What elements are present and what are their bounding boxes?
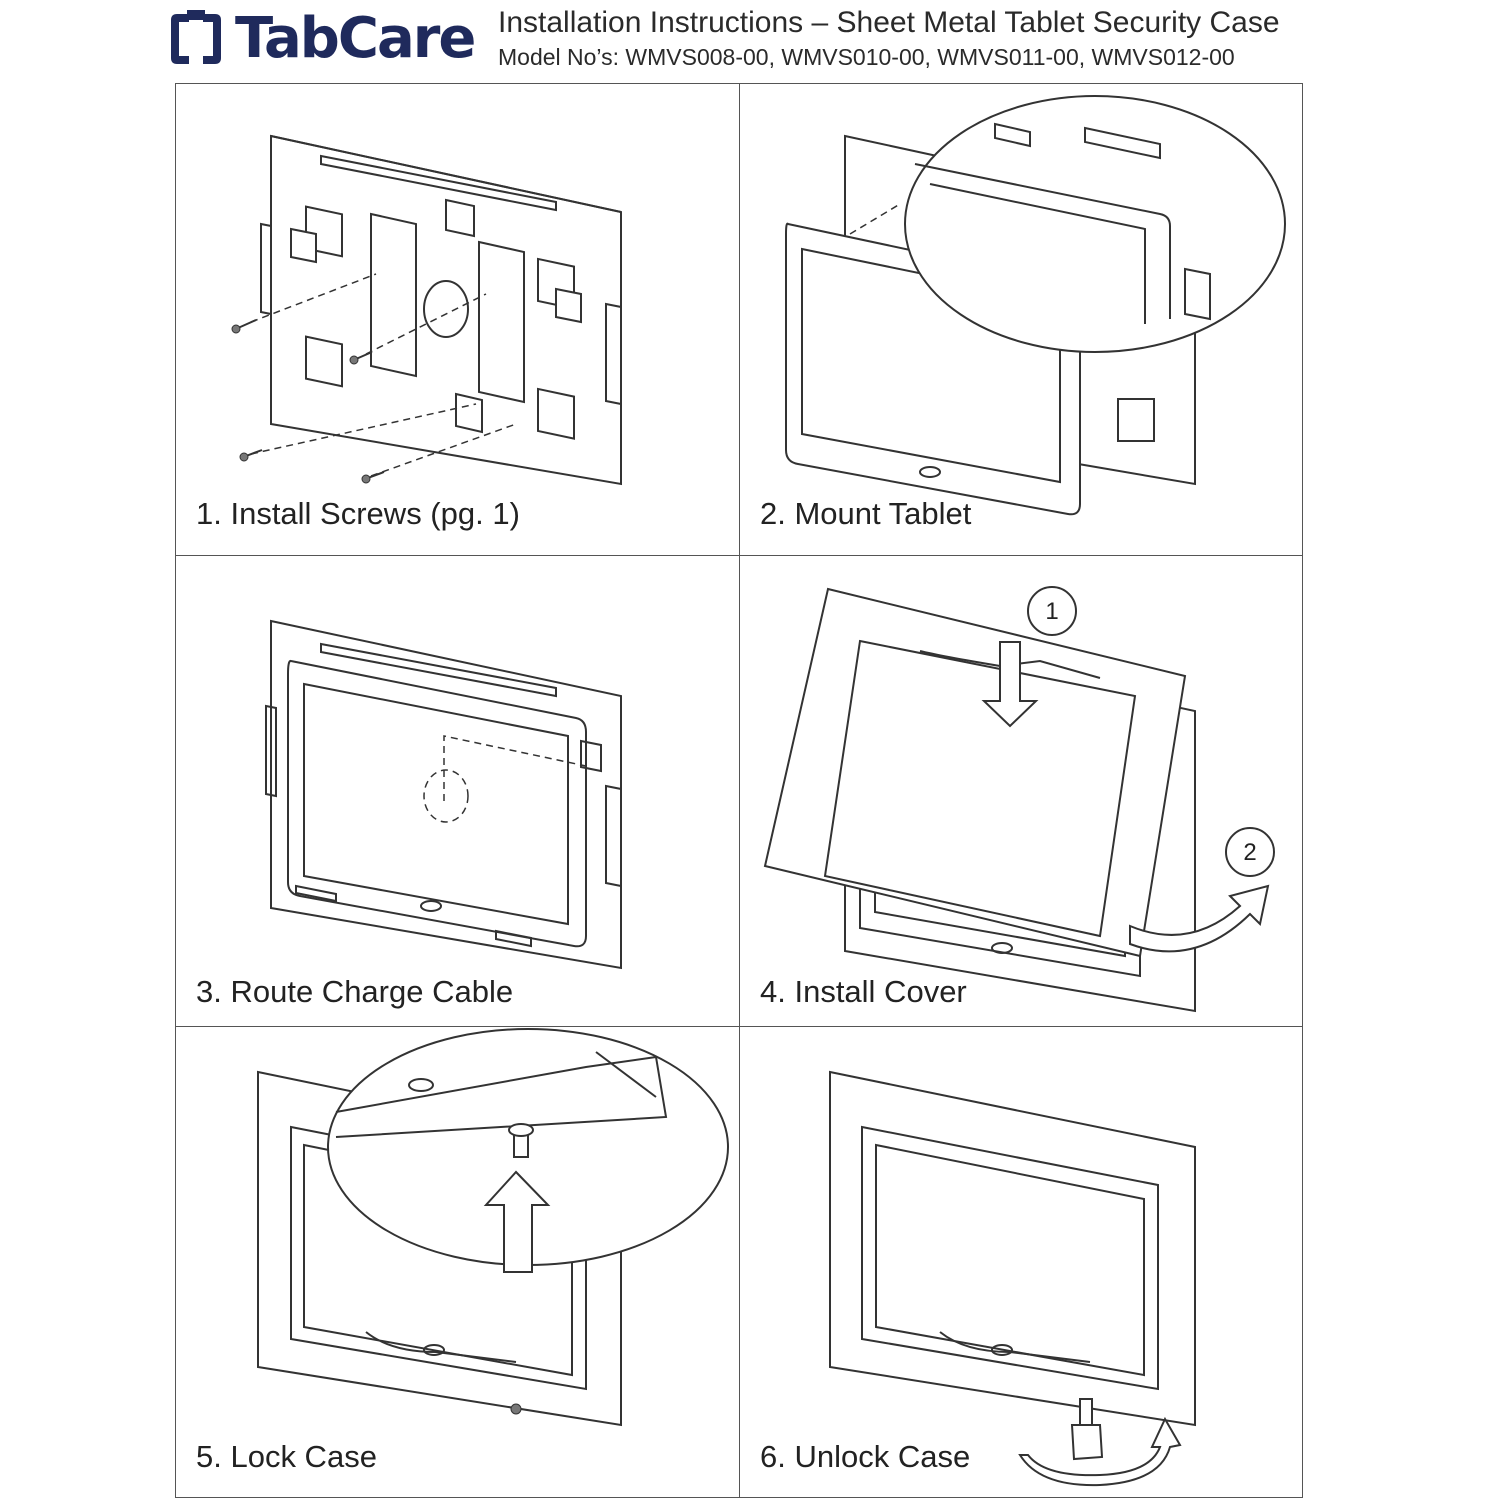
step-panel-4: 1 2 4. Install Cover xyxy=(739,555,1303,1027)
brand-logo: TabCare xyxy=(165,4,476,74)
lock-case-illustration xyxy=(176,1027,741,1499)
step-panel-2: 2. Mount Tablet xyxy=(739,83,1303,556)
route-charge-cable-illustration xyxy=(176,556,741,1028)
step-caption-5: 5. Lock Case xyxy=(196,1439,377,1474)
step-caption-2: 2. Mount Tablet xyxy=(760,496,972,531)
step-panel-5: 5. Lock Case xyxy=(175,1026,740,1498)
step-caption-3: 3. Route Charge Cable xyxy=(196,974,514,1009)
step-panel-6: 6. Unlock Case xyxy=(739,1026,1303,1498)
model-numbers: Model No’s: WMVS008-00, WMVS010-00, WMVS… xyxy=(498,44,1235,70)
step-panel-1: 1. Install Screws (pg. 1) xyxy=(175,83,740,556)
step-caption-4: 4. Install Cover xyxy=(760,974,967,1009)
step-panel-3: 3. Route Charge Cable xyxy=(175,555,740,1027)
install-screws-illustration xyxy=(176,84,741,557)
install-cover-illustration: 1 2 xyxy=(740,556,1304,1028)
brand-name: TabCare xyxy=(235,6,476,71)
step-caption-6: 6. Unlock Case xyxy=(760,1439,971,1474)
marker-1: 1 xyxy=(1045,598,1058,625)
step-caption-1: 1. Install Screws (pg. 1) xyxy=(196,496,520,531)
marker-2: 2 xyxy=(1243,839,1256,866)
mount-tablet-illustration xyxy=(740,84,1304,557)
tabcare-logo-icon xyxy=(171,10,221,64)
document-title: Installation Instructions – Sheet Metal … xyxy=(498,6,1280,39)
unlock-case-illustration xyxy=(740,1027,1304,1499)
